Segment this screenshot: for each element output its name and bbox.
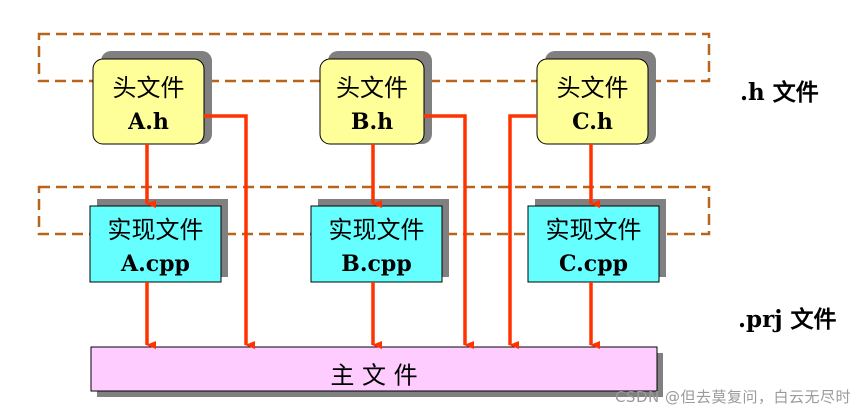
arrow-b-h-to-main xyxy=(424,114,474,349)
header-file-c-name: C.h xyxy=(572,109,613,135)
arrow-a-h-to-main xyxy=(204,114,255,349)
header-file-c-title: 头文件 xyxy=(557,74,629,102)
header-file-b-name: B.h xyxy=(351,109,393,135)
h-files-label: .h 文件 xyxy=(740,79,819,106)
header-file-c: 头文件 C.h xyxy=(536,51,656,145)
header-file-b-title: 头文件 xyxy=(336,74,408,102)
impl-file-b: 实现文件 B.cpp xyxy=(310,199,449,283)
header-file-a-title: 头文件 xyxy=(113,74,185,102)
impl-file-b-title: 实现文件 xyxy=(329,216,425,244)
header-file-a: 头文件 A.h xyxy=(92,51,212,145)
watermark: CSDN @但去莫复问，白云无尽时 xyxy=(614,388,851,406)
impl-file-a-title: 实现文件 xyxy=(108,216,204,244)
impl-file-c: 实现文件 C.cpp xyxy=(527,199,666,283)
main-file: 主 文 件 xyxy=(90,346,663,397)
header-file-b: 头文件 B.h xyxy=(319,51,432,145)
header-file-a-name: A.h xyxy=(127,109,169,135)
prj-files-label: .prj 文件 xyxy=(738,306,837,333)
main-file-label: 主 文 件 xyxy=(330,362,417,390)
arrow-c-h-to-main xyxy=(508,114,537,349)
impl-file-b-name: B.cpp xyxy=(341,251,411,277)
impl-file-c-name: C.cpp xyxy=(559,251,628,277)
impl-file-a: 实现文件 A.cpp xyxy=(89,199,228,283)
impl-file-a-name: A.cpp xyxy=(120,251,190,277)
impl-file-c-title: 实现文件 xyxy=(546,216,642,244)
